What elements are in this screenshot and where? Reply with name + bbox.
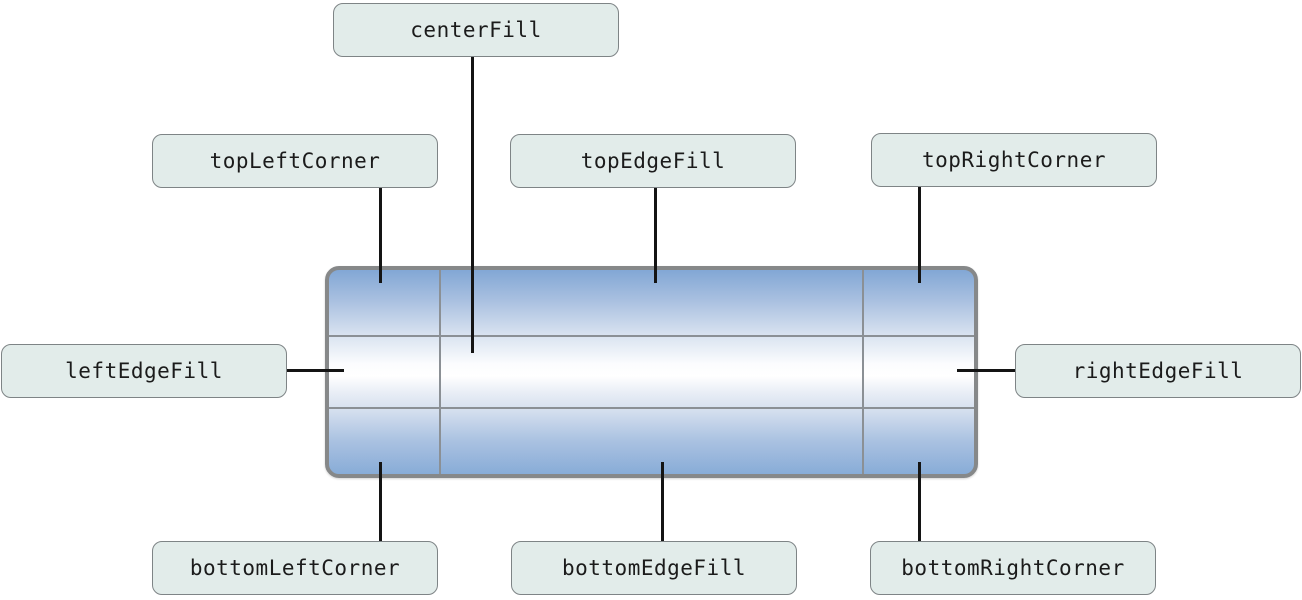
- callout-label-bottom-edge-fill: bottomEdgeFill: [511, 541, 797, 595]
- callout-label-left-edge-fill: leftEdgeFill: [1, 344, 287, 398]
- connector-right-edge-fill: [957, 369, 1016, 372]
- connector-center-fill: [471, 55, 474, 353]
- connector-left-edge-fill: [286, 369, 344, 372]
- grid-line-vertical-left: [439, 270, 441, 474]
- grid-line-horizontal-top: [329, 335, 974, 337]
- callout-label-center-fill: centerFill: [333, 3, 619, 57]
- callout-label-top-left-corner: topLeftCorner: [152, 134, 438, 188]
- connector-bottom-left-corner: [379, 462, 382, 542]
- callout-label-bottom-right-corner: bottomRightCorner: [870, 541, 1156, 595]
- grid-line-horizontal-bottom: [329, 407, 974, 409]
- connector-top-edge-fill: [654, 187, 657, 283]
- callout-label-top-edge-fill: topEdgeFill: [510, 134, 796, 188]
- connector-bottom-right-corner: [918, 462, 921, 542]
- grid-line-vertical-right: [862, 270, 864, 474]
- callout-label-bottom-left-corner: bottomLeftCorner: [152, 541, 438, 595]
- connector-top-right-corner: [918, 186, 921, 283]
- connector-top-left-corner: [379, 187, 382, 283]
- callout-label-right-edge-fill: rightEdgeFill: [1015, 344, 1301, 398]
- callout-label-top-right-corner: topRightCorner: [871, 133, 1157, 187]
- connector-bottom-edge-fill: [661, 462, 664, 542]
- nine-part-image: [325, 266, 978, 478]
